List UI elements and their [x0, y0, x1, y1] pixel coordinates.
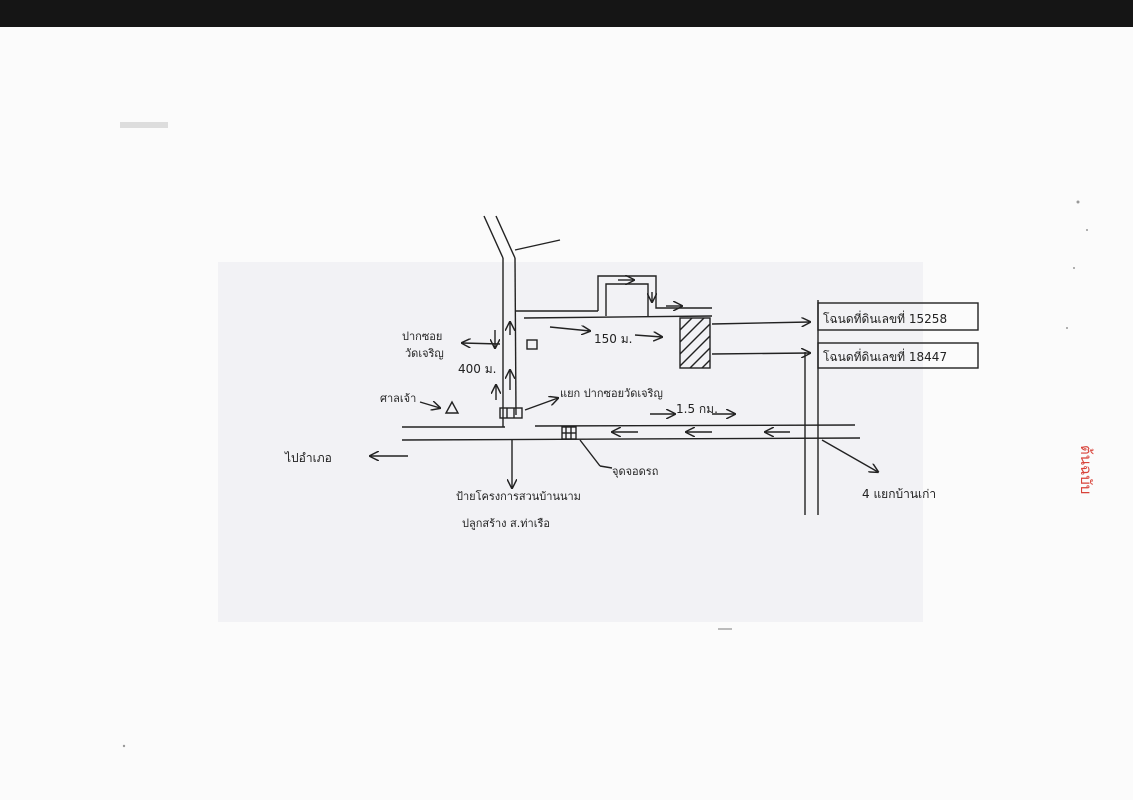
arrow-junction — [821, 439, 878, 472]
scan-top-border — [0, 0, 1133, 27]
distance-400m-label: 400 ม. — [458, 362, 496, 376]
project-sign-line-2: ปลูกสร้าง ส.ท่าเรือ — [462, 517, 550, 530]
bus-stop-label: จุดจอดรถ — [612, 465, 658, 478]
branch-label: แยก ปากซอยวัดเจริญ — [560, 387, 663, 400]
lane-detour — [597, 275, 712, 311]
land-plot — [679, 317, 711, 369]
deed-2-label: โฉนดที่ดินเลขที่ 18447 — [823, 348, 947, 364]
shrine-triangle-icon — [444, 400, 460, 414]
fork-left — [483, 215, 504, 259]
soi-right-edge — [514, 257, 517, 416]
fork-right — [514, 239, 561, 251]
distance-1-5km-label: 1.5 กม. — [676, 402, 718, 416]
main-road-bottom-edge — [401, 437, 861, 441]
junction-label: 4 แยกบ้านเก่า — [862, 487, 936, 501]
arrow-to-deed-2 — [711, 353, 810, 354]
landmark-top-left-line-2: วัดเจริญ — [405, 347, 444, 360]
fork-mid — [495, 215, 516, 259]
arrow-to-deed-1 — [711, 322, 810, 324]
distance-150m-label: 150 ม. — [594, 332, 632, 346]
landmark-top-left-line-1: ปากซอย — [402, 330, 442, 343]
soi-entrance-sign — [499, 407, 523, 419]
arrow-bus-stop — [579, 439, 601, 467]
to-district-label: ไปอำเภอ — [284, 451, 332, 465]
lane-bottom-edge — [523, 315, 713, 319]
scan-specks — [120, 122, 1088, 748]
deed-2-box — [817, 342, 979, 369]
arrow-150m-b — [634, 335, 662, 337]
soi-landmark-box — [526, 339, 538, 350]
project-sign-line-1: ป้ายโครงการสวนบ้านนาม — [456, 489, 581, 503]
arrow-branch — [524, 398, 558, 411]
deed-1-box — [817, 302, 979, 331]
shrine-label: ศาลเจ้า — [380, 392, 416, 405]
deed-1-label: โฉนดที่ดินเลขที่ 15258 — [823, 310, 947, 326]
main-road-top-edge-right — [534, 424, 856, 427]
lane-detour-inner — [605, 283, 649, 316]
red-margin-annotation: ต้นฉบับ — [1077, 445, 1095, 495]
arrow-150m — [549, 327, 590, 331]
arrow-shrine — [419, 402, 440, 408]
